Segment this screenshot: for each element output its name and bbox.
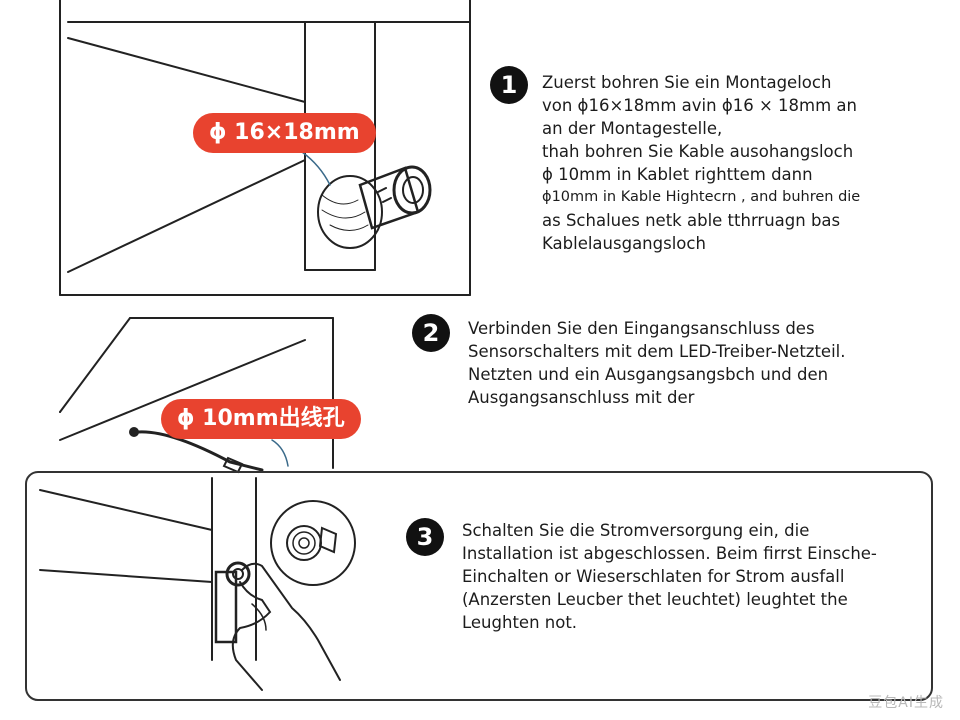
- panel-1-cabinet-drawing: [59, 0, 471, 296]
- ai-generated-watermark: 豆包AI生成: [868, 695, 944, 711]
- step-2-line: Netzten und ein Ausgangsangsbch und den: [468, 365, 829, 384]
- step-1-line: thah bohren Sie Kable ausohangsloch: [542, 142, 854, 161]
- panel-3-cabinet-drawing: [39, 477, 356, 691]
- step-2-line: Ausgangsanschluss mit der: [468, 388, 695, 407]
- step-1-line: as Schalues netk able tthrruagn bas: [542, 211, 841, 230]
- panel-2-cabinet-drawing: [59, 317, 334, 474]
- step-1-line: ϕ10mm in Kable Hightecrn , and buhren di…: [542, 189, 861, 205]
- step-3-line: Leughten not.: [462, 613, 578, 632]
- step-3-line: (Anzersten Leucber thet leuchtet) leught…: [462, 590, 848, 609]
- step-1-line: von ϕ16×18mm avin ϕ16 × 18mm an: [542, 96, 857, 115]
- step-2-badge: 2: [412, 314, 450, 352]
- step-2-line: Verbinden Sie den Eingangsanschluss des: [468, 319, 815, 338]
- step-2-line: Sensorschalters mit dem LED-Treiber-Netz…: [468, 342, 846, 361]
- step-3-instructions: Schalten Sie die Stromversorgung ein, di…: [462, 519, 877, 634]
- step-1-line: Kablelausgangsloch: [542, 234, 706, 253]
- step-2-instructions: Verbinden Sie den Eingangsanschluss des …: [468, 317, 845, 409]
- step-3-line: Installation ist abgeschlossen. Beim fir…: [462, 544, 877, 563]
- step-1-line: ϕ 10mm in Kablet righttem dann: [542, 165, 813, 184]
- step-3-line: Schalten Sie die Stromversorgung ein, di…: [462, 521, 810, 540]
- cable-hole-callout: ϕ 10mm出线孔: [161, 399, 361, 439]
- step-1-badge: 1: [490, 66, 528, 104]
- step-3-badge: 3: [406, 518, 444, 556]
- step-1-line: Zuerst bohren Sie ein Montageloch: [542, 73, 832, 92]
- step-1-line: an der Montagestelle,: [542, 119, 723, 138]
- step-1-instructions: Zuerst bohren Sie ein Montageloch von ϕ1…: [542, 71, 860, 255]
- drill-size-callout: ϕ 16×18mm: [193, 113, 376, 153]
- step-3-line: Einchalten or Wieserschlaten for Strom a…: [462, 567, 845, 586]
